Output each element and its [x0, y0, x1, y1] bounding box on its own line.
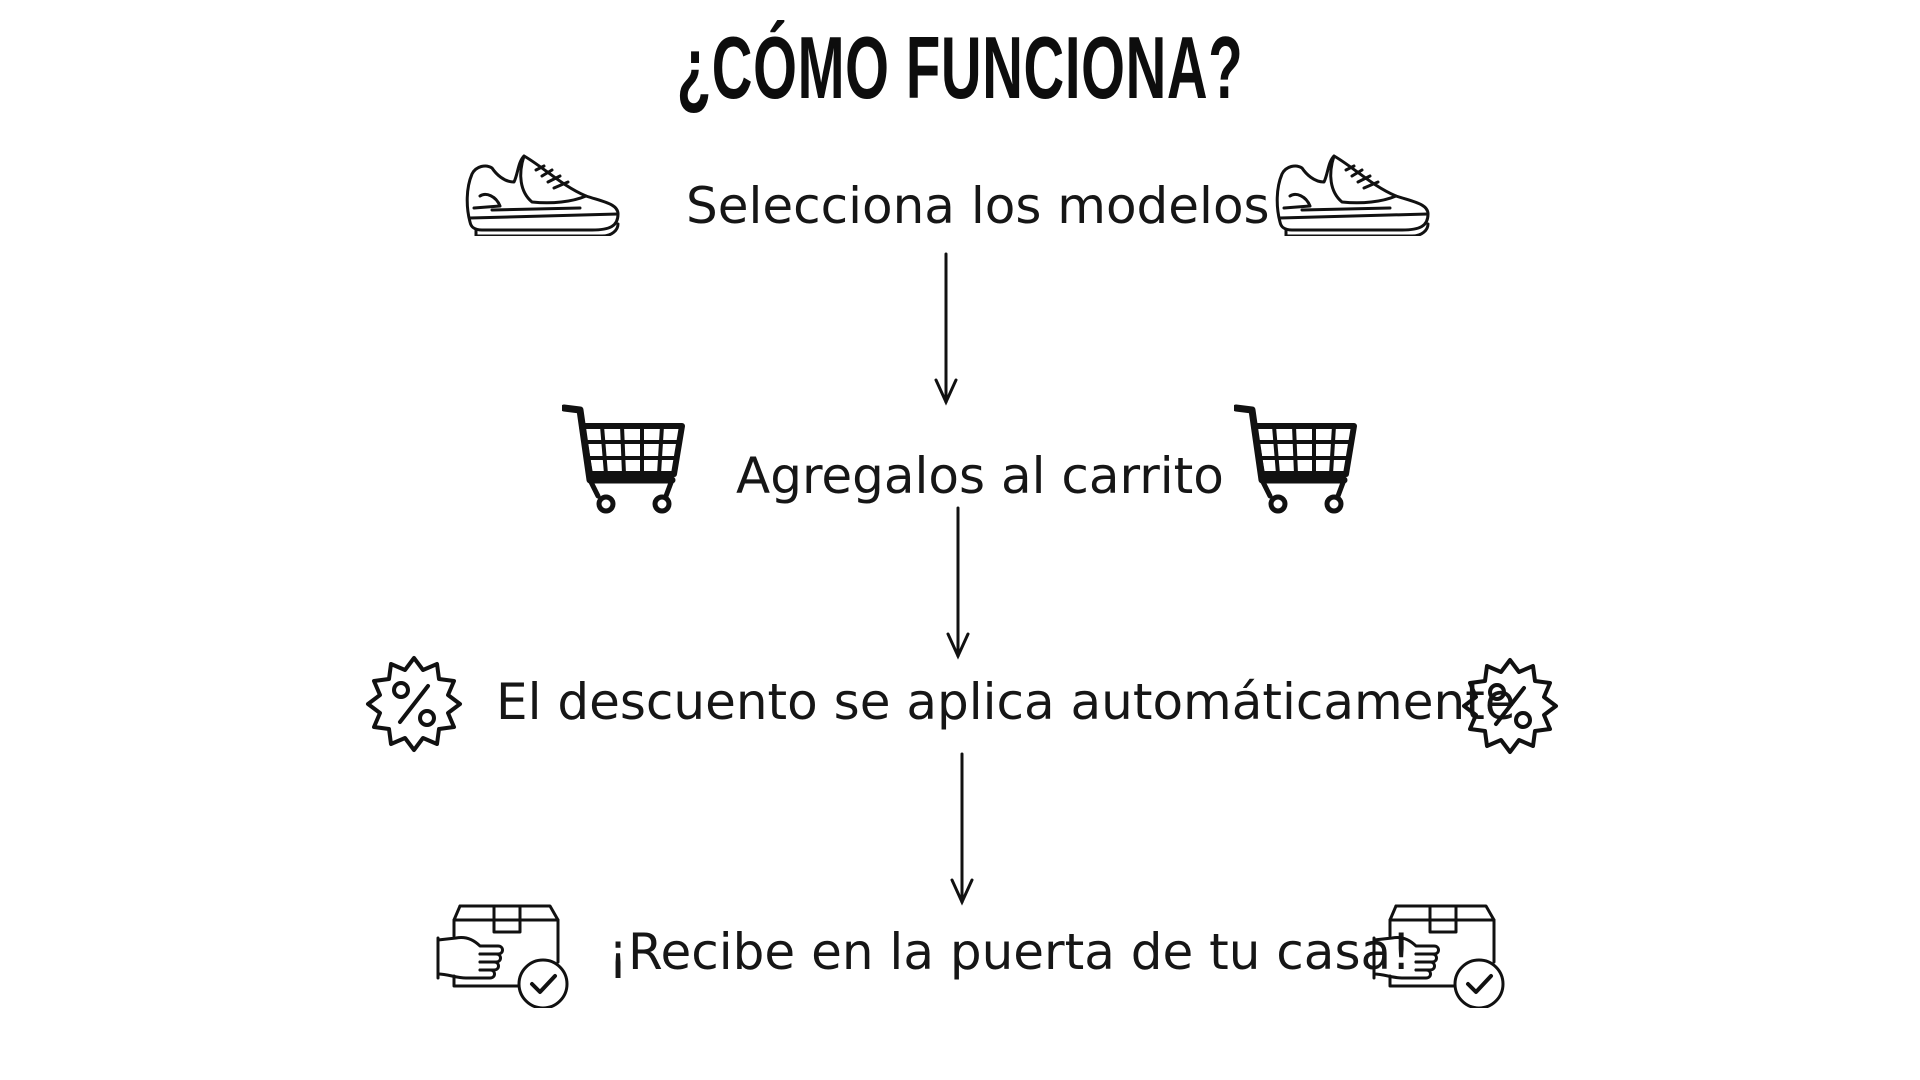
step-label-select-models: Selecciona los modelos	[686, 177, 1270, 235]
percent-badge-icon	[366, 656, 462, 752]
step-label-add-to-cart: Agregalos al carrito	[736, 447, 1224, 505]
step-label-receive-at-home: ¡Recibe en la puerta de tu casa!	[608, 923, 1412, 981]
shopping-cart-icon	[1234, 404, 1357, 514]
shopping-cart-icon	[562, 404, 685, 514]
sneaker-icon	[465, 154, 620, 236]
flow-arrow-2	[946, 506, 970, 660]
percent-badge-icon	[1462, 658, 1558, 754]
page-title: ¿CÓMO FUNCIONA?	[676, 18, 1244, 117]
package-delivered-icon	[1372, 904, 1505, 1008]
flow-arrow-1	[934, 252, 958, 406]
sneaker-icon	[1275, 154, 1430, 236]
step-label-discount-applied: El descuento se aplica automáticamente	[496, 673, 1516, 731]
flow-arrow-3	[950, 752, 974, 906]
package-delivered-icon	[436, 904, 569, 1008]
